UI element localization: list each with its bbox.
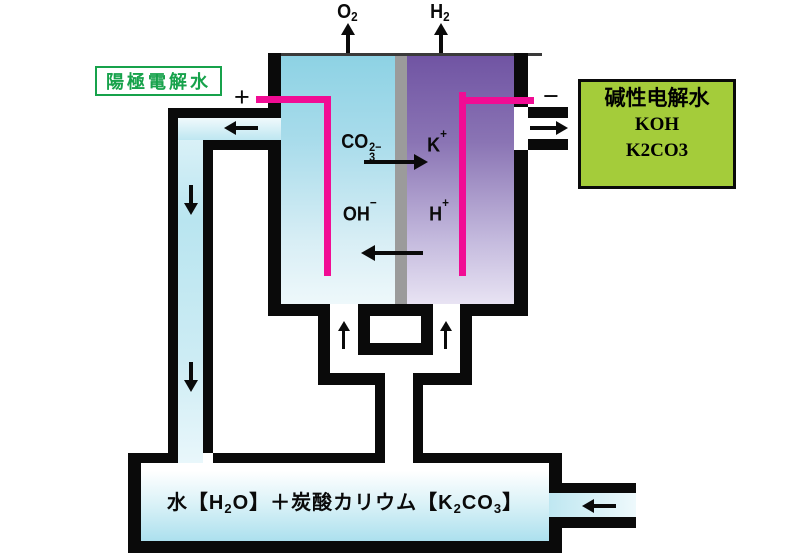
- cell-top-edge: [268, 53, 542, 56]
- cell-right-wall-lower: [514, 150, 528, 316]
- funnel-right-shelf: [413, 373, 472, 385]
- cathode-lead-wire: [459, 97, 534, 104]
- left-pipe-bottom-wall: [203, 140, 281, 150]
- tank-solution-label: 水【H2O】＋炭酸カリウム【K2CO3】: [166, 492, 524, 516]
- cell-left-wall-upper: [268, 53, 281, 108]
- funnel-left-drop-wall: [318, 304, 330, 373]
- plus-sign: +: [234, 82, 250, 112]
- right-outlet-top-wall: [528, 107, 568, 118]
- anolyte-chamber-fill: [281, 55, 395, 304]
- cell-floor-right: [472, 304, 514, 316]
- anolyte-outflow-arrow: [224, 121, 258, 135]
- minus-sign: −: [543, 81, 559, 111]
- funnel-left-shelf: [318, 373, 385, 385]
- anode-electrode: [324, 96, 331, 276]
- feed-up-arrow-left: [338, 321, 350, 349]
- anode-lead-wire: [256, 96, 331, 103]
- alkaline-water-title: 碱性电解水: [604, 86, 710, 110]
- left-pipe-inner-wall: [203, 140, 213, 453]
- tank-bottom-wall: [128, 541, 562, 553]
- anode-water-label: 陽極電解水: [95, 66, 222, 96]
- cell-floor-left: [281, 304, 330, 316]
- feed-inlet-arrow: [582, 499, 616, 513]
- carbonate-migration-arrow: [364, 154, 428, 170]
- cathode-electrode: [459, 92, 466, 276]
- inlet-pipe-top-wall: [562, 483, 636, 493]
- reservoir-tank-fill: [141, 463, 549, 541]
- hydroxide-ion-label: OH−: [342, 195, 377, 226]
- center-pipe-left-wall: [375, 373, 385, 463]
- feed-up-arrow-right: [440, 321, 452, 349]
- hydrogen-out-arrow: [434, 23, 448, 53]
- right-outlet-bottom-wall: [528, 139, 568, 150]
- alkaline-water-k2co3: K2CO3: [625, 140, 689, 161]
- proton-migration-arrow: [361, 245, 423, 261]
- return-pipe-down-arrow-lower: [184, 362, 198, 392]
- center-pipe-right-wall: [413, 373, 423, 463]
- left-pipe-top-wall: [168, 108, 281, 118]
- alkaline-water-koh: KOH: [634, 114, 680, 135]
- tank-top-wall-left: [128, 453, 168, 463]
- catholyte-outflow-arrow: [530, 121, 568, 135]
- funnel-right-drop-wall: [460, 304, 472, 373]
- tank-right-wall-lower: [549, 517, 562, 553]
- ion-exchange-membrane: [395, 55, 407, 305]
- alkaline-water-box: 碱性电解水 KOH K2CO3: [578, 79, 736, 189]
- inlet-pipe-bottom-wall: [562, 517, 636, 528]
- oxygen-out-arrow: [341, 23, 355, 53]
- return-pipe-down-arrow-upper: [184, 185, 198, 215]
- membrane-support-block: [358, 304, 433, 355]
- left-pipe-outer-wall: [168, 108, 178, 463]
- cell-left-wall-lower: [268, 150, 281, 316]
- tank-right-wall-upper: [549, 453, 562, 493]
- potassium-ion-label: K+: [427, 126, 447, 157]
- tank-top-wall-middle: [213, 453, 375, 463]
- hydrogen-gas-label: H2: [430, 1, 450, 24]
- oxygen-gas-label: O2: [337, 1, 358, 24]
- left-return-pipe-fill: [178, 118, 203, 463]
- cell-right-wall-upper: [514, 53, 528, 107]
- hydron-ion-label: H+: [429, 195, 449, 226]
- tank-left-wall: [128, 453, 141, 553]
- tank-top-wall-right: [423, 453, 562, 463]
